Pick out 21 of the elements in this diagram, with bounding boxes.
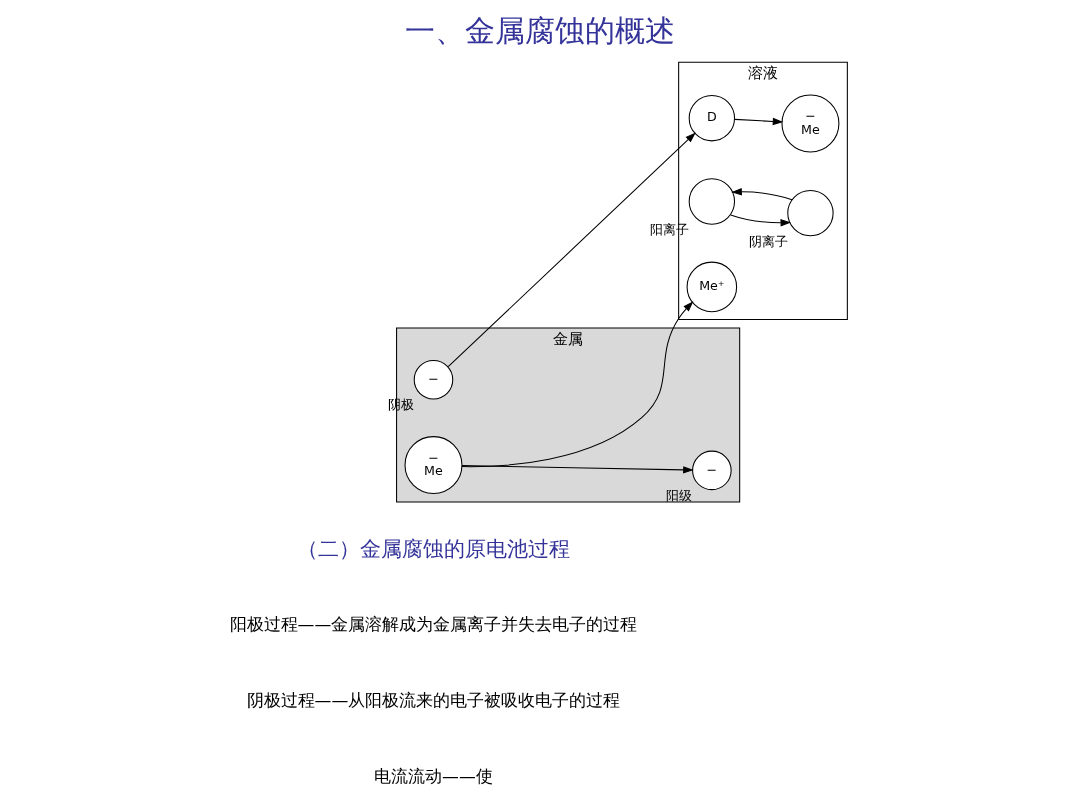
node-circle (786, 189, 834, 237)
arrow (461, 301, 693, 468)
node-circle (688, 178, 735, 225)
node-label: 阴离子 (748, 233, 788, 249)
node-circle: Me⁺ (686, 261, 737, 313)
node-circle: − Me (780, 94, 839, 153)
label: 阳极过程——金属溶解成为金属离子并失去电子的过程 (229, 614, 637, 635)
arrow (730, 188, 793, 201)
node-label: 阳级 (665, 487, 692, 503)
node-circle: D (688, 95, 735, 142)
diagram-title: 一、金属腐蚀的概述 (405, 13, 675, 48)
arrow (461, 465, 694, 474)
arrow (447, 132, 696, 368)
node-circle: − Me (404, 436, 462, 495)
node-circle: − (691, 450, 732, 491)
label: 阴极过程——从阳极流来的电子被吸收电子的过程 (246, 690, 620, 711)
node-circle: − (413, 359, 453, 400)
label: （二）金属腐蚀的原电池过程 (296, 535, 570, 561)
arrow (729, 214, 791, 227)
arrow (733, 117, 783, 126)
label: 电流流动——使 (373, 766, 493, 787)
